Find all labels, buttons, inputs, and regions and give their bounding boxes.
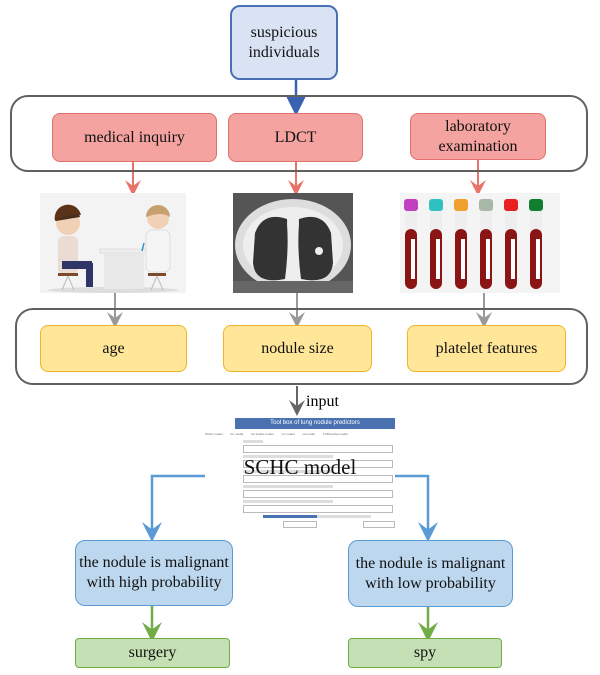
tool-title: Tool box of lung nodule predictors — [235, 418, 395, 429]
tool-field — [243, 505, 393, 513]
tube-2 — [429, 199, 443, 289]
tool-tab: lcc model — [230, 432, 244, 436]
benign-output — [283, 521, 317, 528]
arrow-right-branch — [395, 474, 438, 542]
tool-tabs: SCHC model lcc model lcc-simple model rc… — [205, 432, 395, 436]
field-label — [243, 500, 333, 503]
tool-field — [243, 460, 393, 468]
tool-bar-track — [263, 515, 371, 518]
age-box: age — [40, 325, 187, 372]
tube-6 — [529, 199, 543, 289]
field-label — [243, 440, 263, 443]
low-probability-box: the nodule is malignant with low probabi… — [348, 540, 513, 607]
tool-tab: ca model — [302, 432, 315, 436]
field-label — [243, 485, 333, 488]
examination-group — [10, 95, 588, 172]
tube-3 — [454, 199, 468, 289]
input-label: input — [306, 393, 339, 410]
tool-field — [243, 445, 393, 453]
tool-submit-button — [263, 515, 317, 518]
high-probability-box: the nodule is malignant with high probab… — [75, 540, 233, 606]
tool-tab: SCHC model — [205, 432, 223, 436]
tool-tab: rcc model — [281, 432, 295, 436]
lab-exam-box: laboratory examination — [410, 113, 546, 160]
blood-tubes-image — [400, 193, 560, 293]
suspicious-individuals-box: suspicious individuals — [230, 5, 338, 80]
tube-1 — [404, 199, 418, 289]
tool-tab: TCR/methyl model — [322, 432, 348, 436]
model-tool-screenshot: Tool box of lung nodule predictors SCHC … — [205, 418, 395, 530]
field-label — [243, 455, 333, 458]
tool-field — [243, 490, 393, 498]
field-label — [243, 470, 333, 473]
nodule-size-box: nodule size — [223, 325, 372, 372]
consultation-image — [40, 193, 186, 293]
tube-4 — [479, 199, 493, 289]
ldct-box: LDCT — [228, 113, 363, 162]
surgery-box: surgery — [75, 638, 230, 668]
tube-5 — [504, 199, 518, 289]
feature-group — [15, 308, 588, 385]
tool-field — [243, 475, 393, 483]
tool-tab: lcc-simple model — [251, 432, 274, 436]
schc-model-label: SCHC model — [243, 455, 357, 479]
spy-box: spy — [348, 638, 502, 668]
platelet-features-box: platelet features — [407, 325, 566, 372]
medical-inquiry-box: medical inquiry — [52, 113, 217, 162]
ct-scan-image — [233, 193, 353, 293]
arrow-left-branch — [142, 474, 205, 542]
malignant-output — [363, 521, 395, 528]
